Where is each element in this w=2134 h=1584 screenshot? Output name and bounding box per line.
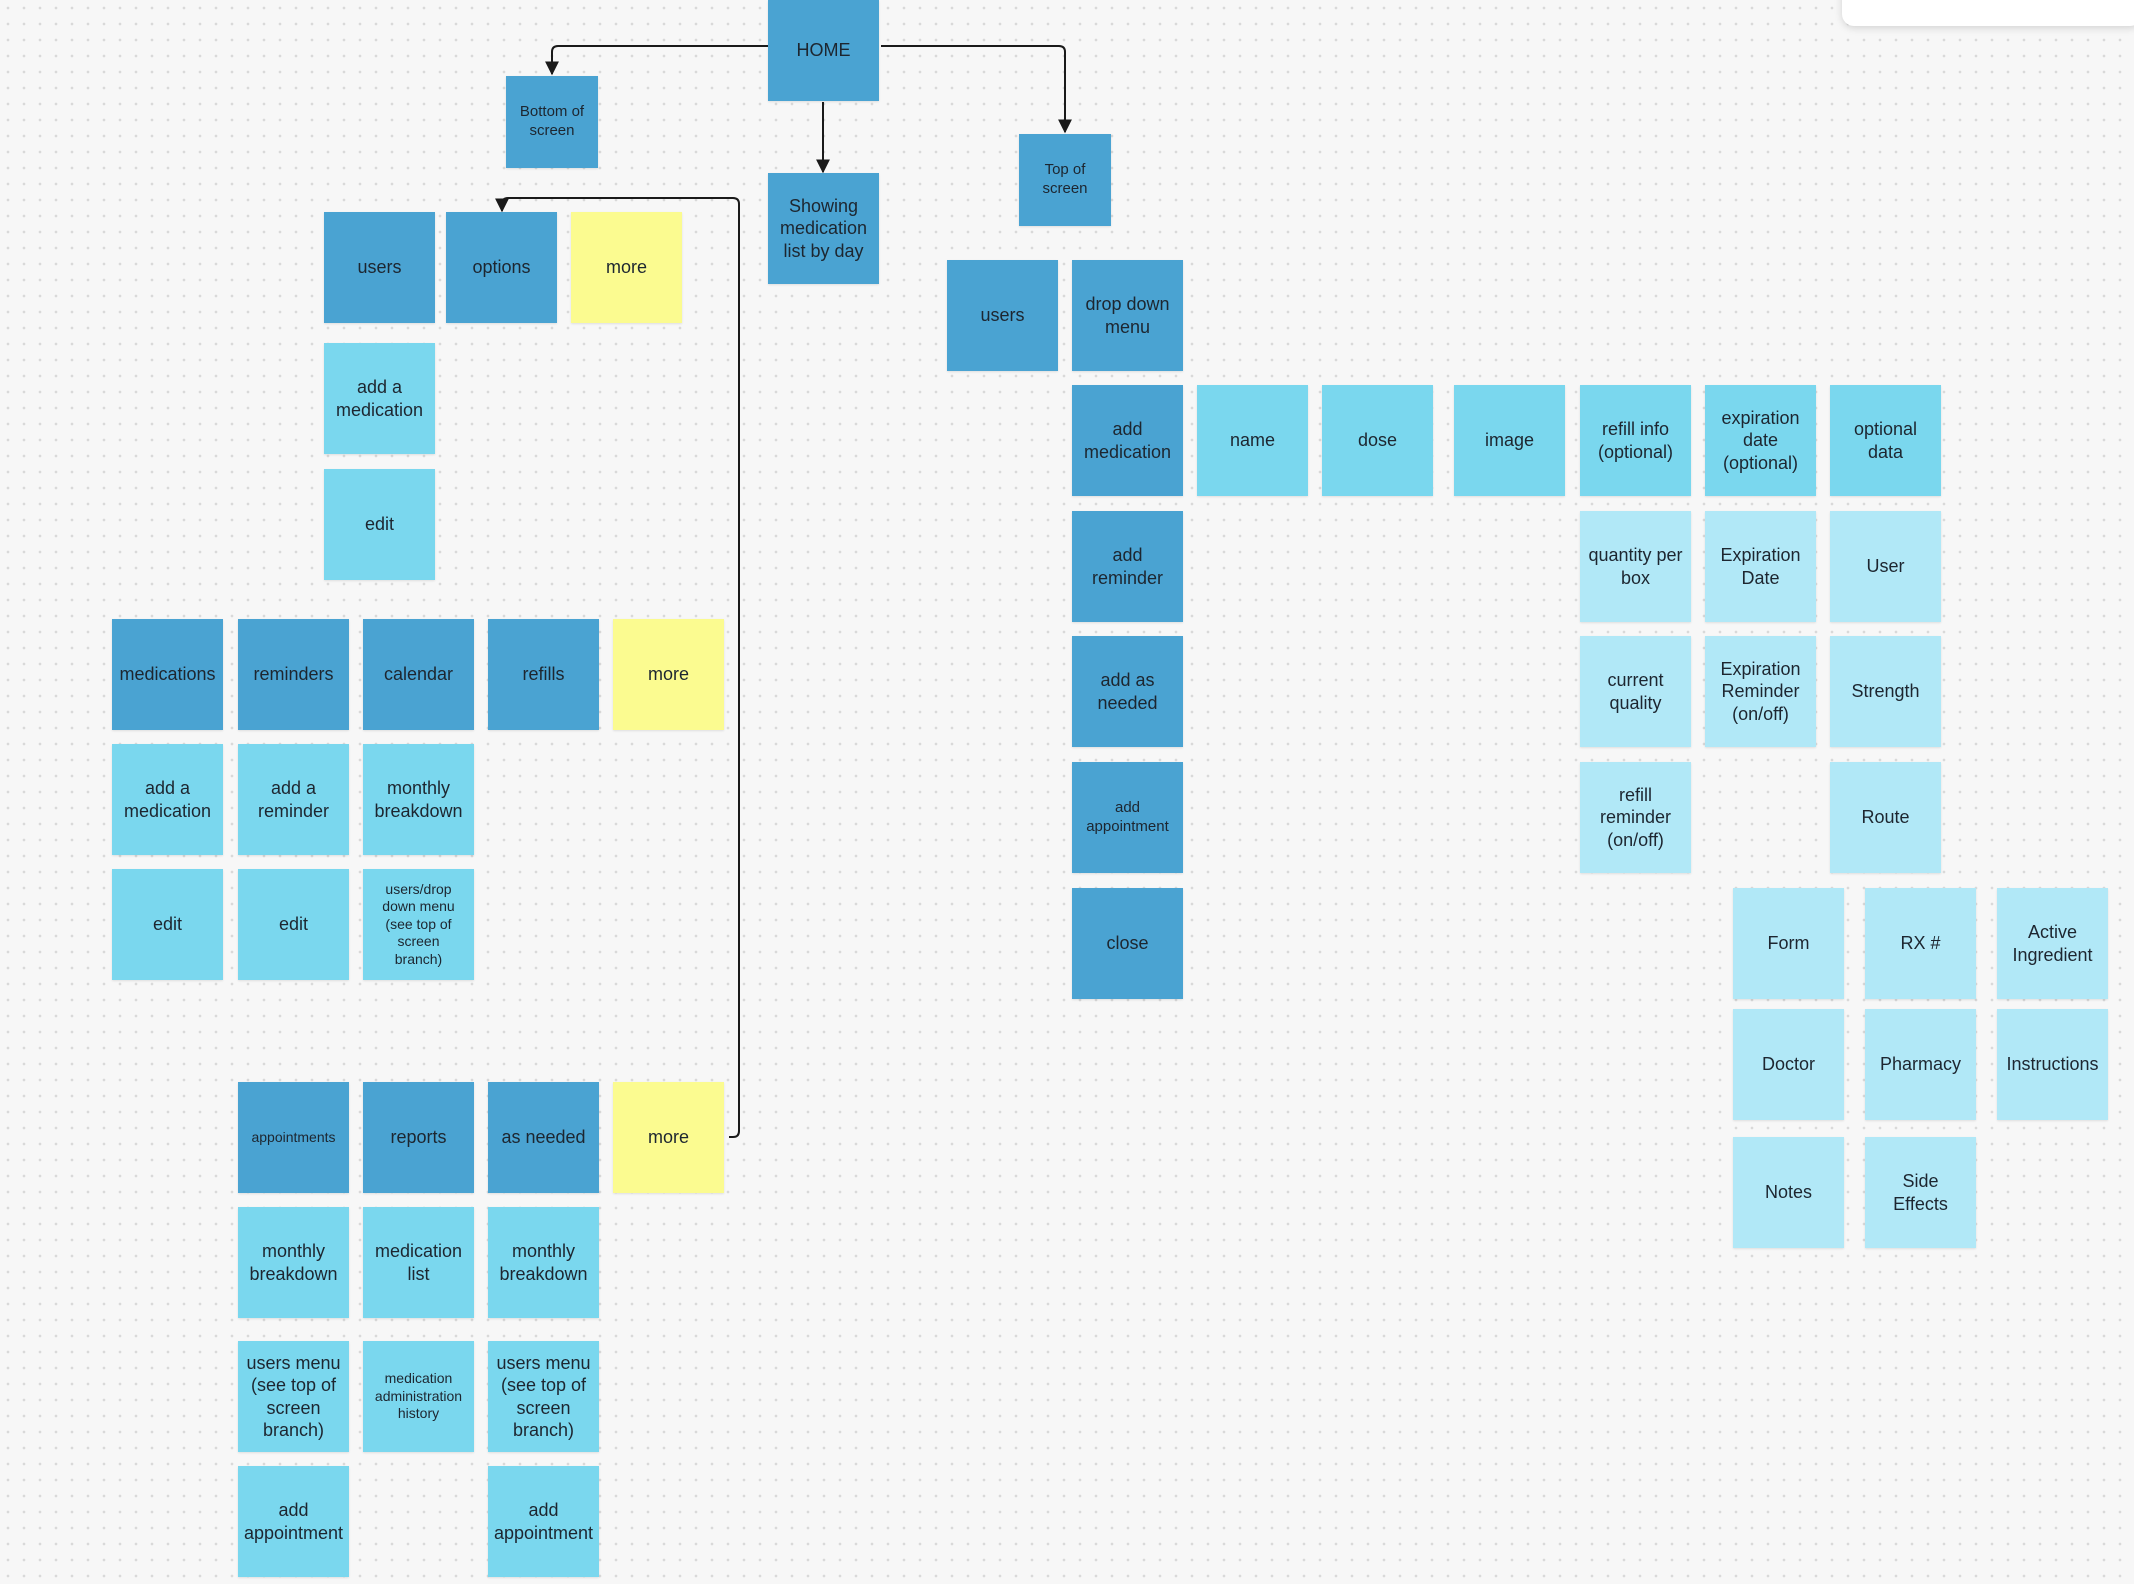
- note-pharmacy[interactable]: Pharmacy: [1865, 1009, 1976, 1120]
- note-medications[interactable]: medications: [112, 619, 223, 730]
- note-calendar-monthly[interactable]: monthly breakdown: [363, 744, 474, 855]
- note-reminders-edit[interactable]: edit: [238, 869, 349, 980]
- note-add-reminder[interactable]: add reminder: [1072, 511, 1183, 622]
- connector-home-to-top-of-screen: [881, 45, 1072, 134]
- note-reports[interactable]: reports: [363, 1082, 474, 1193]
- note-close[interactable]: close: [1072, 888, 1183, 999]
- note-side-effects[interactable]: Side Effects: [1865, 1137, 1976, 1248]
- note-add-medication[interactable]: add medication: [1072, 385, 1183, 496]
- note-dose[interactable]: dose: [1322, 385, 1433, 496]
- note-instructions[interactable]: Instructions: [1997, 1009, 2108, 1120]
- note-bottom-add-medication[interactable]: add a medication: [324, 343, 435, 454]
- note-home[interactable]: HOME: [768, 0, 879, 101]
- note-add-appointment[interactable]: add appointment: [1072, 762, 1183, 873]
- note-appointments-monthly[interactable]: monthly breakdown: [238, 1207, 349, 1318]
- note-medications-add[interactable]: add a medication: [112, 744, 223, 855]
- note-top-users[interactable]: users: [947, 260, 1058, 371]
- note-top-of-screen[interactable]: Top of screen: [1019, 134, 1111, 226]
- note-expiration-reminder[interactable]: Expiration Reminder (on/off): [1705, 636, 1816, 747]
- note-appointments[interactable]: appointments: [238, 1082, 349, 1193]
- note-reports-admin-history[interactable]: medication administration history: [363, 1341, 474, 1452]
- connector-home-to-bottom-of-screen: [545, 45, 768, 76]
- note-more-2[interactable]: more: [613, 619, 724, 730]
- note-calendar-users[interactable]: users/drop down menu (see top of screen …: [363, 869, 474, 980]
- canvas-toolbar[interactable]: [1842, 0, 2134, 26]
- note-appointments-add[interactable]: add appointment: [238, 1466, 349, 1577]
- note-refill-info[interactable]: refill info (optional): [1580, 385, 1691, 496]
- note-as-needed-add[interactable]: add appointment: [488, 1466, 599, 1577]
- note-refills[interactable]: refills: [488, 619, 599, 730]
- note-as-needed-monthly[interactable]: monthly breakdown: [488, 1207, 599, 1318]
- note-notes[interactable]: Notes: [1733, 1137, 1844, 1248]
- note-current-quality[interactable]: current quality: [1580, 636, 1691, 747]
- note-as-needed-users-menu[interactable]: users menu (see top of screen branch): [488, 1341, 599, 1452]
- note-showing-medication-list[interactable]: Showing medication list by day: [768, 173, 879, 284]
- note-expiration-date-optional[interactable]: expiration date (optional): [1705, 385, 1816, 496]
- note-reports-medication-list[interactable]: medication list: [363, 1207, 474, 1318]
- note-doctor[interactable]: Doctor: [1733, 1009, 1844, 1120]
- note-medications-edit[interactable]: edit: [112, 869, 223, 980]
- note-calendar[interactable]: calendar: [363, 619, 474, 730]
- note-bottom-of-screen[interactable]: Bottom of screen: [506, 76, 598, 168]
- note-drop-down-menu[interactable]: drop down menu: [1072, 260, 1183, 371]
- note-expiration-date[interactable]: Expiration Date: [1705, 511, 1816, 622]
- note-quantity-per-box[interactable]: quantity per box: [1580, 511, 1691, 622]
- note-active-ingredient[interactable]: Active Ingredient: [1997, 888, 2108, 999]
- note-reminders[interactable]: reminders: [238, 619, 349, 730]
- note-bottom-more-1[interactable]: more: [571, 212, 682, 323]
- note-strength[interactable]: Strength: [1830, 636, 1941, 747]
- note-name[interactable]: name: [1197, 385, 1308, 496]
- note-rx-number[interactable]: RX #: [1865, 888, 1976, 999]
- note-optional-data[interactable]: optional data: [1830, 385, 1941, 496]
- note-image[interactable]: image: [1454, 385, 1565, 496]
- note-bottom-edit[interactable]: edit: [324, 469, 435, 580]
- note-user[interactable]: User: [1830, 511, 1941, 622]
- note-appointments-users-menu[interactable]: users menu (see top of screen branch): [238, 1341, 349, 1452]
- note-add-as-needed[interactable]: add as needed: [1072, 636, 1183, 747]
- note-more-3[interactable]: more: [613, 1082, 724, 1193]
- note-bottom-users[interactable]: users: [324, 212, 435, 323]
- note-reminders-add[interactable]: add a reminder: [238, 744, 349, 855]
- note-bottom-options[interactable]: options: [446, 212, 557, 323]
- note-refill-reminder[interactable]: refill reminder (on/off): [1580, 762, 1691, 873]
- note-as-needed[interactable]: as needed: [488, 1082, 599, 1193]
- note-form[interactable]: Form: [1733, 888, 1844, 999]
- note-route[interactable]: Route: [1830, 762, 1941, 873]
